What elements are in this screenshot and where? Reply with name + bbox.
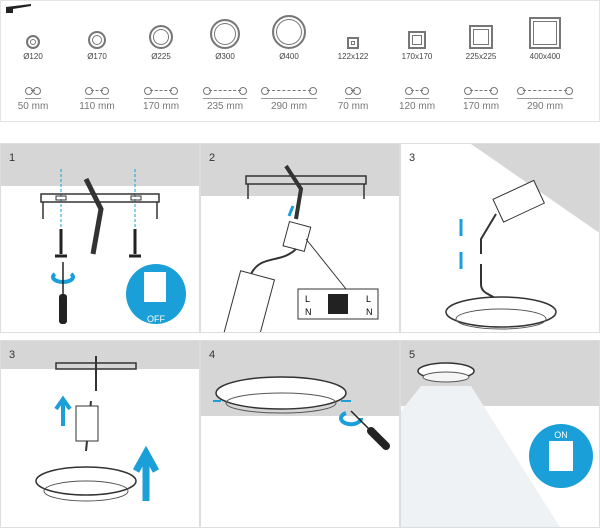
size-item: Ø400 290 mm (259, 1, 319, 123)
step-number: 1 (9, 152, 16, 164)
cutout-label: 170 mm (142, 101, 180, 112)
size-item: Ø300 235 mm (195, 1, 255, 123)
neutral-label: N (366, 307, 373, 317)
cutout-label: 290 mm (270, 101, 308, 112)
step-5-panel: 5 ON (400, 340, 600, 528)
cutout-dimension-icon (203, 87, 247, 99)
bracket-mounting-illustration: OFF (1, 144, 199, 324)
round-panel-icon (149, 25, 173, 49)
cutout-dimension-icon (517, 87, 573, 99)
size-label: 400x400 (529, 52, 561, 61)
step-1-panel: 1 OFF (0, 143, 200, 333)
cutout-label: 70 mm (337, 101, 369, 112)
power-on-illustration: ON (401, 341, 599, 527)
wiring-illustration: L N L N (201, 144, 399, 332)
round-panel-icon (88, 31, 106, 49)
size-label: Ø400 (279, 52, 299, 61)
step-number: 3 (9, 349, 16, 361)
cutout-label: 110 mm (79, 101, 115, 112)
size-label: Ø170 (87, 52, 107, 61)
live-label: L (305, 294, 310, 304)
square-panel-icon (408, 31, 426, 49)
off-label: OFF (147, 314, 165, 324)
cutout-label: 50 mm (17, 101, 49, 112)
step-3-panel: 3 (400, 143, 600, 333)
round-panel-icon (26, 35, 40, 49)
size-label: 122x122 (337, 52, 369, 61)
cutout-label: 170 mm (462, 101, 500, 112)
cutout-label: 290 mm (526, 101, 564, 112)
step-number: 3 (409, 152, 416, 164)
neutral-label: N (305, 307, 312, 317)
size-item: Ø225 170 mm (131, 1, 191, 123)
size-label: Ø300 (215, 52, 235, 61)
on-label: ON (554, 430, 568, 440)
cutout-label: 120 mm (398, 101, 436, 112)
size-label: 170x170 (401, 52, 433, 61)
cutout-dimension-icon (345, 87, 361, 99)
square-panel-icon (469, 25, 493, 49)
size-item: Ø170 110 mm (67, 1, 127, 123)
size-item: 225x225 170 mm (451, 1, 511, 123)
cutout-dimension-icon (144, 87, 178, 99)
square-panel-icon (347, 37, 359, 49)
cutout-dimension-icon (25, 87, 41, 99)
attach-lamp-illustration (1, 341, 199, 502)
step-number: 5 (409, 349, 416, 361)
step-2-panel: 2 L N L N (200, 143, 400, 333)
size-item: 122x122 70 mm (323, 1, 383, 123)
size-label: 225x225 (465, 52, 497, 61)
connector-illustration (445, 144, 599, 330)
size-item: Ø120 50 mm (3, 1, 63, 123)
square-panel-icon (529, 17, 561, 49)
live-label: L (366, 294, 371, 304)
saw-icon (6, 4, 31, 13)
cutout-label: 235 mm (206, 101, 244, 112)
cutout-dimension-icon (464, 87, 498, 99)
size-item: 170x170 120 mm (387, 1, 447, 123)
round-panel-icon (272, 15, 306, 49)
step-4-panel: 4 (200, 340, 400, 528)
size-item: 400x400 290 mm (515, 1, 575, 123)
step-number: 4 (209, 349, 216, 361)
screw-lamp-illustration (201, 341, 399, 450)
size-label: Ø225 (151, 52, 171, 61)
step-number: 2 (209, 152, 216, 164)
size-label: Ø120 (23, 52, 43, 61)
round-panel-icon (210, 19, 240, 49)
cutout-dimension-icon (261, 87, 317, 99)
cutout-dimension-icon (85, 87, 109, 99)
cutout-dimension-icon (405, 87, 429, 99)
step-3b-panel: 3 (0, 340, 200, 528)
